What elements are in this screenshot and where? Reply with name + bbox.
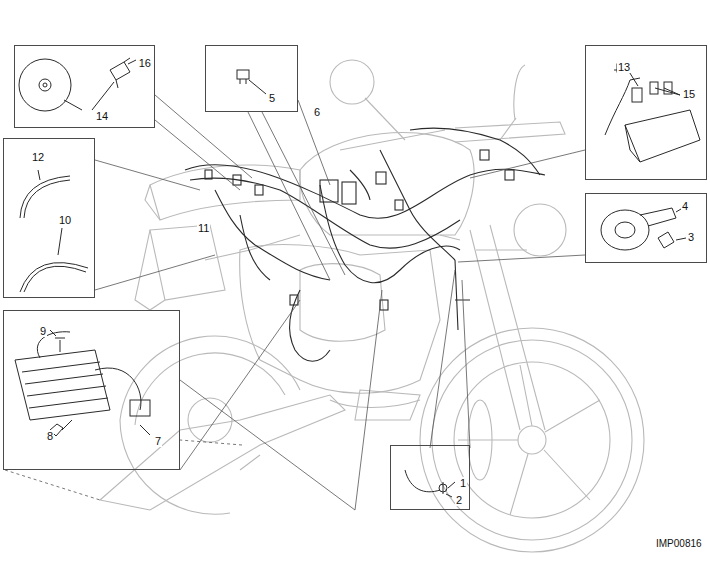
inset-panel: 13 15 — [585, 45, 707, 180]
callout-number: 3 — [687, 231, 695, 243]
inset-panel: 14 16 — [14, 45, 155, 128]
inset-panel: 12 10 — [3, 138, 95, 298]
inset-panel: 5 — [205, 45, 298, 112]
inset-panel: 9 7 8 — [3, 310, 180, 470]
callout-number: 8 — [46, 430, 54, 442]
callout-number: 7 — [154, 435, 162, 447]
callout-number: 15 — [682, 88, 696, 100]
inset-panel: 43 — [585, 193, 707, 263]
callout-number: 5 — [268, 92, 276, 104]
callout-number: 16 — [138, 57, 152, 69]
drawing-code: IMP00816 — [655, 538, 703, 550]
callout-number: 12 — [31, 151, 45, 163]
callout-number: 10 — [58, 214, 72, 226]
callout-number: 6 — [313, 106, 321, 118]
callout-number: 9 — [39, 325, 47, 337]
callout-number: 13 — [617, 61, 631, 73]
callout-number: 11 — [197, 222, 210, 234]
callout-number: 14 — [95, 110, 109, 122]
callout-number: 2 — [455, 494, 463, 506]
inset-panel: 12 — [390, 445, 470, 510]
callout-number: 4 — [681, 200, 689, 212]
callout-number: 1 — [459, 477, 467, 489]
